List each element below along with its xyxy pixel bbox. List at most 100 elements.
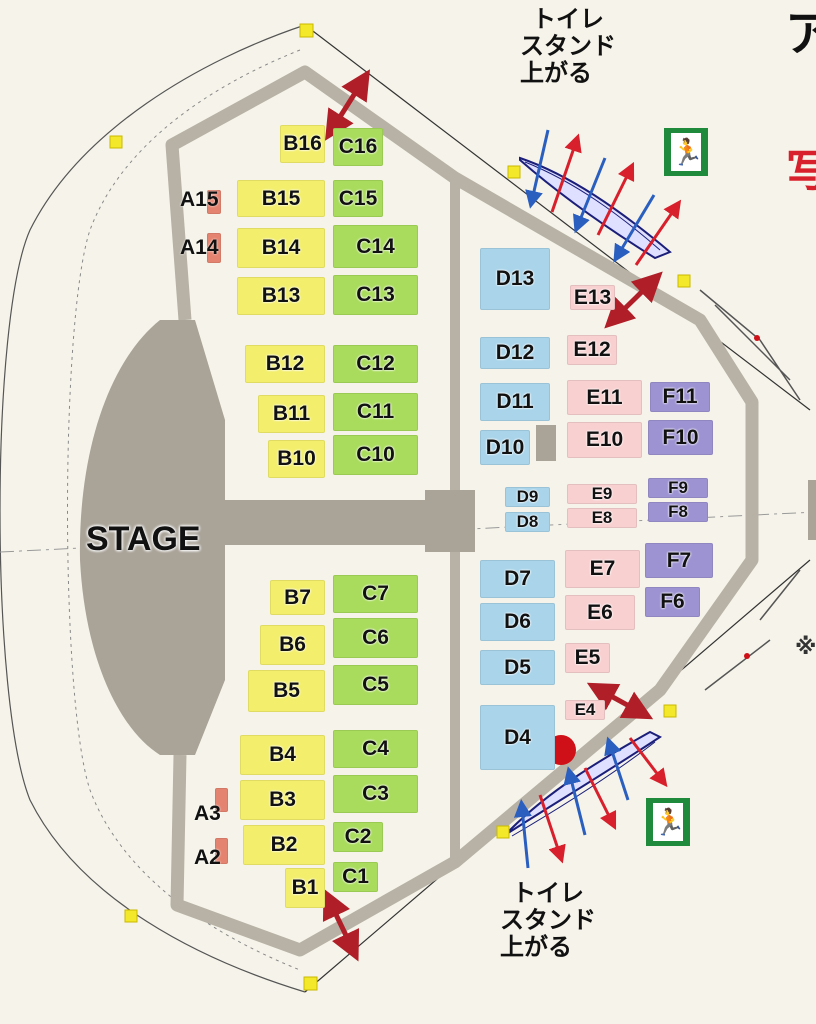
section-c4[interactable]: C4 xyxy=(333,730,418,768)
section-d5[interactable]: D5 xyxy=(480,650,555,685)
marker-square-icon xyxy=(124,909,138,923)
section-a3[interactable] xyxy=(215,788,228,812)
up-arrow-icon xyxy=(563,766,587,836)
section-b7[interactable]: B7 xyxy=(270,580,325,615)
section-b10[interactable]: B10 xyxy=(268,440,325,478)
down-arrow-icon xyxy=(583,767,617,831)
marker-square-icon xyxy=(677,274,691,288)
section-d10[interactable]: D10 xyxy=(480,430,530,465)
section-e9[interactable]: E9 xyxy=(567,484,637,504)
section-label: A2 xyxy=(194,846,221,869)
section-c2[interactable]: C2 xyxy=(333,822,383,852)
section-d13[interactable]: D13 xyxy=(480,248,550,310)
section-b12[interactable]: B12 xyxy=(245,345,325,383)
section-a2[interactable] xyxy=(215,838,228,864)
section-b13[interactable]: B13 xyxy=(237,277,325,315)
section-b4[interactable]: B4 xyxy=(240,735,325,775)
double-arrow-icon xyxy=(325,69,370,141)
up-arrow-icon xyxy=(604,736,630,801)
boundary-line-top xyxy=(304,24,811,411)
section-a15[interactable] xyxy=(207,190,221,214)
section-c5[interactable]: C5 xyxy=(333,665,418,705)
down-arrow-icon xyxy=(538,794,566,864)
section-b3[interactable]: B3 xyxy=(240,780,325,820)
down-arrow-icon xyxy=(613,194,656,263)
marker-square-icon xyxy=(663,704,677,718)
double-arrow-icon xyxy=(604,271,663,329)
section-d12[interactable]: D12 xyxy=(480,337,550,369)
up-arrow-icon xyxy=(513,799,532,869)
section-f8[interactable]: F8 xyxy=(648,502,708,522)
section-f9[interactable]: F9 xyxy=(648,478,708,498)
section-d7[interactable]: D7 xyxy=(480,560,555,598)
section-b5[interactable]: B5 xyxy=(248,670,325,712)
double-arrow-icon xyxy=(586,682,654,720)
up-arrow-icon xyxy=(596,161,635,236)
exit-sign-icon: 🏃 xyxy=(664,128,708,176)
section-e12[interactable]: E12 xyxy=(567,335,617,365)
note-mark: ※ xyxy=(795,635,816,660)
gray-block xyxy=(536,425,556,461)
section-c12[interactable]: C12 xyxy=(333,345,418,383)
section-label: A3 xyxy=(194,802,221,825)
section-e8[interactable]: E8 xyxy=(567,508,637,528)
section-d6[interactable]: D6 xyxy=(480,603,555,641)
marker-square-icon xyxy=(496,825,510,839)
section-b1[interactable]: B1 xyxy=(285,868,325,908)
section-b11[interactable]: B11 xyxy=(258,395,325,433)
section-e7[interactable]: E7 xyxy=(565,550,640,588)
section-c10[interactable]: C10 xyxy=(333,435,418,475)
section-e13[interactable]: E13 xyxy=(570,285,615,310)
outer-boundary xyxy=(0,24,306,993)
marker-squares xyxy=(109,23,691,991)
toilet-stand-sign-bottom: トイレ スタンド 上がる xyxy=(500,880,596,961)
up-arrow-icon xyxy=(634,199,682,266)
section-label: A14 xyxy=(180,236,219,259)
sign-line: トイレ xyxy=(512,879,584,907)
section-b16[interactable]: B16 xyxy=(280,125,325,163)
section-d4[interactable]: D4 xyxy=(480,705,555,770)
marker-square-icon xyxy=(299,23,314,38)
section-e11[interactable]: E11 xyxy=(567,380,642,415)
stage-area xyxy=(79,320,226,755)
section-c15[interactable]: C15 xyxy=(333,180,383,217)
section-label: A15 xyxy=(180,188,219,211)
escalator-arrows-top xyxy=(525,129,682,266)
section-c16[interactable]: C16 xyxy=(333,128,383,166)
section-f6[interactable]: F6 xyxy=(645,587,700,617)
section-b15[interactable]: B15 xyxy=(237,180,325,217)
section-c14[interactable]: C14 xyxy=(333,225,418,268)
section-b14[interactable]: B14 xyxy=(237,228,325,268)
section-c3[interactable]: C3 xyxy=(333,775,418,813)
section-f10[interactable]: F10 xyxy=(648,420,713,455)
section-f7[interactable]: F7 xyxy=(645,543,713,578)
section-e4[interactable]: E4 xyxy=(565,700,605,720)
section-e5[interactable]: E5 xyxy=(565,643,610,673)
down-arrow-icon xyxy=(628,737,668,788)
section-e10[interactable]: E10 xyxy=(567,422,642,458)
section-c13[interactable]: C13 xyxy=(333,275,418,315)
outer-structure-block xyxy=(808,480,816,540)
down-arrow-icon xyxy=(525,129,550,209)
section-e6[interactable]: E6 xyxy=(565,595,635,630)
section-c6[interactable]: C6 xyxy=(333,618,418,658)
section-f11[interactable]: F11 xyxy=(650,382,710,412)
section-d8[interactable]: D8 xyxy=(505,512,550,532)
section-d11[interactable]: D11 xyxy=(480,383,550,421)
small-red-marker xyxy=(754,335,760,341)
double-arrow-icon xyxy=(322,888,360,962)
aisle-end xyxy=(425,490,475,552)
section-c11[interactable]: C11 xyxy=(333,393,418,431)
section-b6[interactable]: B6 xyxy=(260,625,325,665)
section-b2[interactable]: B2 xyxy=(243,825,325,865)
exit-sign-icon: 🏃 xyxy=(646,798,690,846)
sign-line: トイレ xyxy=(532,5,604,33)
up-arrow-icon xyxy=(550,133,582,213)
section-c1[interactable]: C1 xyxy=(333,862,378,892)
escalator-arrows-bottom xyxy=(513,736,668,869)
section-c7[interactable]: C7 xyxy=(333,575,418,613)
section-d9[interactable]: D9 xyxy=(505,487,550,507)
sign-line: 上がる xyxy=(520,59,592,87)
section-a14[interactable] xyxy=(207,233,221,263)
